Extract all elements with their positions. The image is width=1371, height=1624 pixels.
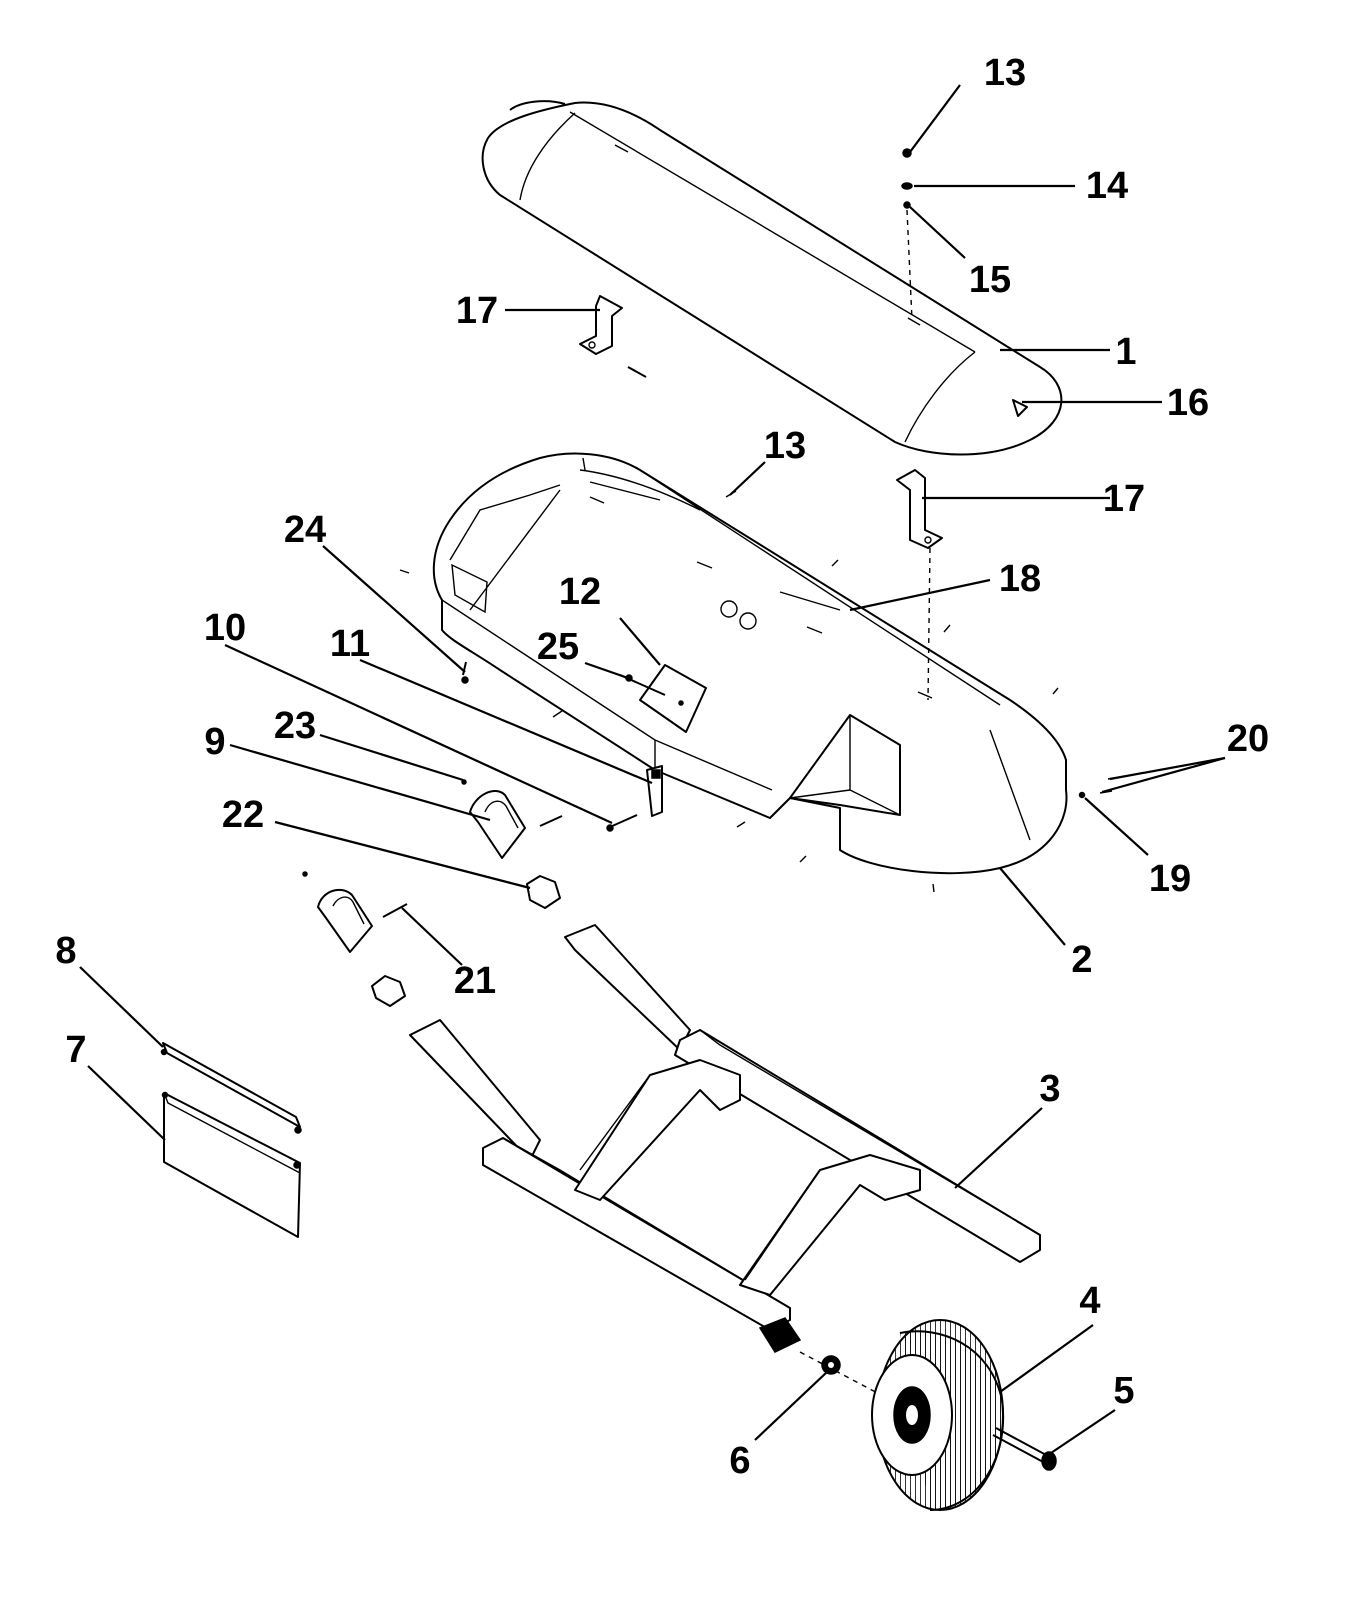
grommet-part-22 — [371, 875, 561, 1007]
callout-20: 20 — [1227, 718, 1269, 760]
callout-1: 1 — [1115, 331, 1136, 373]
frame-part-3 — [409, 924, 1041, 1406]
callout-9: 9 — [204, 721, 225, 763]
switch-part-11 — [646, 765, 663, 817]
bracket-part-17-upper — [579, 295, 623, 355]
callout-7: 7 — [65, 1029, 86, 1071]
plate-part-12 — [639, 664, 707, 733]
clip-part-21 — [317, 888, 373, 953]
callout-6: 6 — [729, 1440, 750, 1482]
callout-16: 16 — [1167, 382, 1209, 424]
clip-part-9 — [469, 790, 526, 859]
callout-3: 3 — [1039, 1068, 1060, 1110]
assembly-axis-upper — [906, 209, 913, 321]
bolt-part-5 — [992, 1427, 1057, 1471]
callout-15: 15 — [969, 259, 1011, 301]
callout-12: 12 — [559, 571, 601, 613]
callout-19: 19 — [1149, 858, 1191, 900]
plate-part-8 — [160, 1042, 302, 1134]
callout-10: 10 — [204, 607, 246, 649]
callout-14: 14 — [1086, 165, 1128, 207]
callout-2: 2 — [1071, 939, 1092, 981]
callout-17-upper: 17 — [456, 290, 498, 332]
callout-22: 22 — [222, 794, 264, 836]
callout-5: 5 — [1113, 1370, 1134, 1412]
upper-shell-part — [481, 100, 1063, 456]
assembly-axis-lower — [927, 547, 931, 701]
wheel-part-4 — [871, 1319, 1005, 1511]
bracket-part-17-lower — [896, 469, 943, 549]
callout-4: 4 — [1079, 1280, 1100, 1322]
callout-23: 23 — [274, 705, 316, 747]
callout-13-top: 13 — [984, 52, 1026, 94]
callout-8: 8 — [55, 930, 76, 972]
callout-11: 11 — [330, 623, 370, 665]
callout-24: 24 — [284, 509, 326, 551]
callout-13-mid: 13 — [764, 425, 806, 467]
callout-18: 18 — [999, 558, 1041, 600]
lower-shell-part — [432, 452, 1068, 875]
leader-lines — [79, 84, 1226, 1456]
fastener-hardware — [302, 148, 1121, 918]
callout-17-lower: 17 — [1103, 478, 1145, 520]
callout-25: 25 — [537, 626, 579, 668]
callout-labels: 13 14 15 17 1 16 13 17 24 18 12 10 11 25… — [55, 52, 1269, 1482]
washer-part-6 — [821, 1355, 841, 1375]
callout-21: 21 — [454, 960, 496, 1002]
